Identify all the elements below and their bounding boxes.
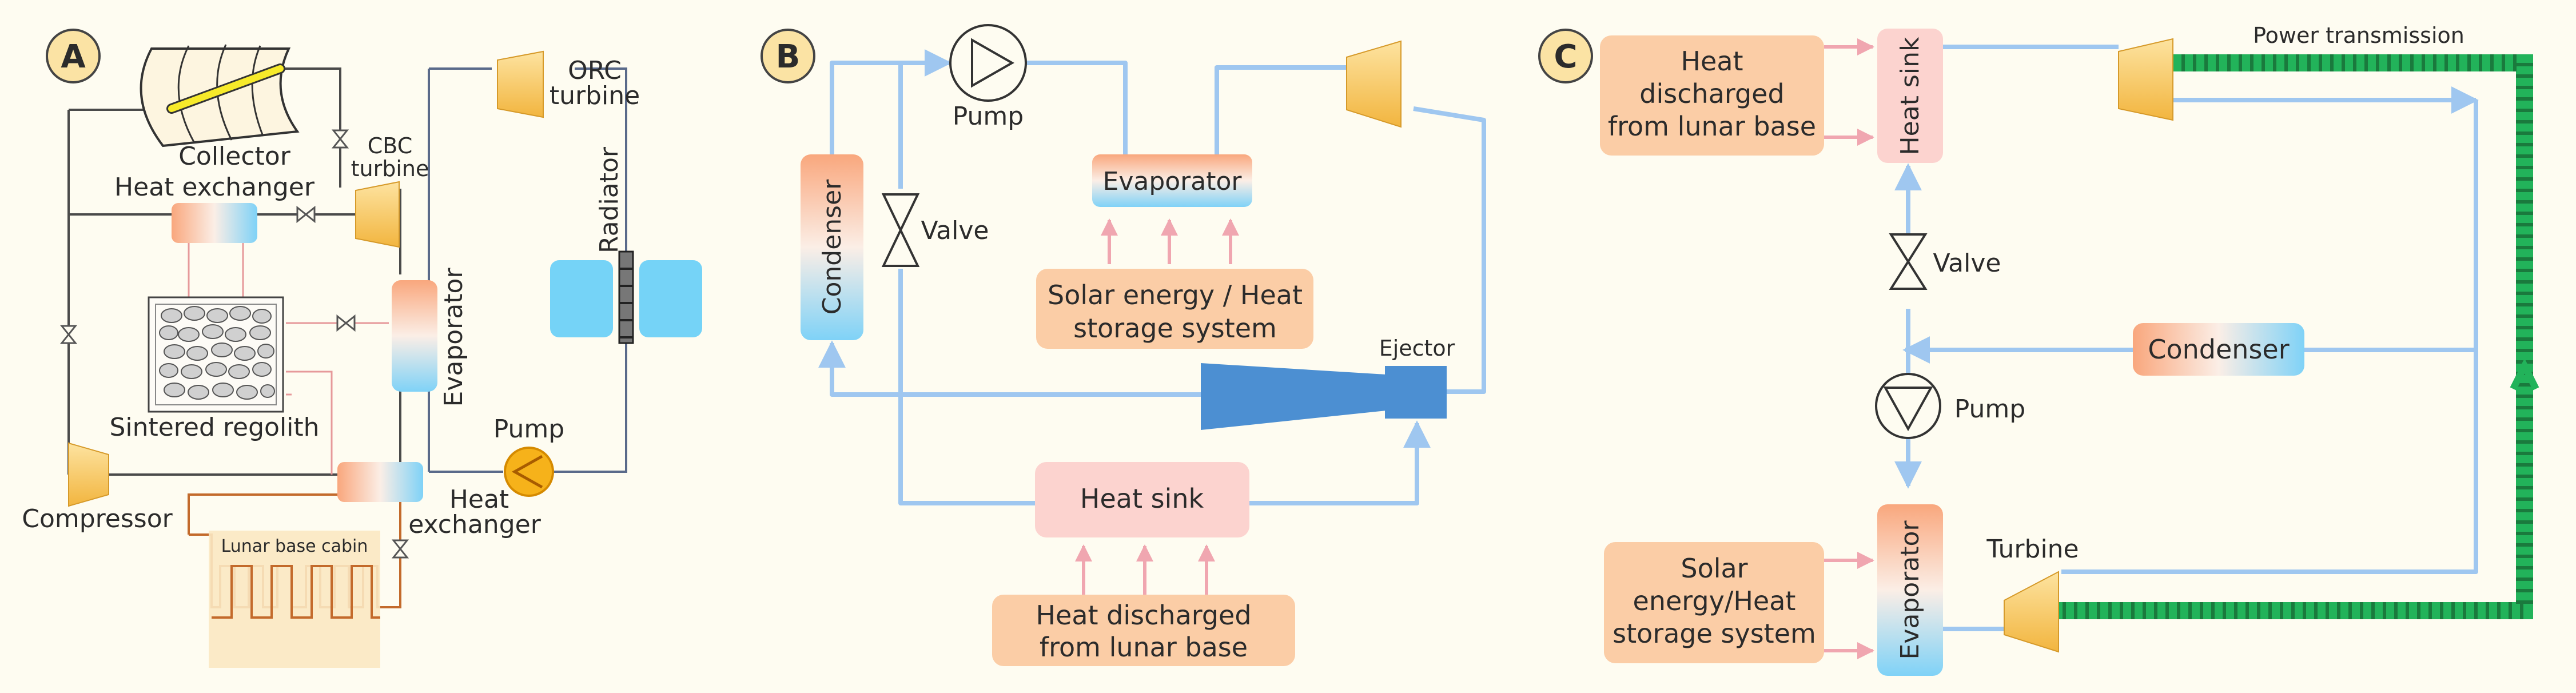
heat-discharged-c-label-1: Heat (1681, 46, 1743, 77)
evaporator-b-label: Evaporator (1103, 167, 1243, 196)
pump-b: Pump (949, 24, 1027, 131)
panel-a: A (22, 29, 702, 668)
condenser-b: Condenser (801, 154, 863, 340)
heat-exchanger-top: Heat exchanger (114, 173, 315, 243)
solar-box-b-label-1: Solar energy / Heat (1048, 280, 1303, 310)
pump-c: Pump (1875, 373, 2025, 439)
compressor-label: Compressor (22, 504, 173, 533)
solar-box-b: Solar energy / Heat storage system (1036, 269, 1313, 349)
panel-b-badge: B (761, 29, 815, 83)
cbc-turbine-label-1: CBC (368, 133, 412, 158)
sintered-regolith-label: Sintered regolith (109, 413, 319, 442)
power-transmission-label: Power transmission (2253, 23, 2464, 48)
cbc-turbine-label-2: turbine (351, 156, 429, 181)
pump-a-label: Pump (493, 415, 564, 444)
heat-discharged-b-label-1: Heat discharged (1036, 600, 1251, 631)
condenser-c: Condenser (2133, 323, 2304, 376)
turbine-c-bottom: Turbine (1986, 535, 2079, 653)
collector: Collector (140, 44, 300, 171)
cbc-turbine: CBC turbine (351, 133, 429, 248)
ejector-label: Ejector (1379, 336, 1455, 361)
panel-a-badge: A (46, 29, 101, 83)
heat-sink-b: Heat sink (1035, 462, 1249, 537)
compressor: Compressor (22, 442, 173, 533)
valve-b-label: Valve (921, 216, 989, 245)
panel-c: C (1538, 23, 2539, 676)
heat-sink-b-label: Heat sink (1080, 483, 1204, 514)
evaporator-c-label: Evaporator (1896, 520, 1925, 660)
heat-discharged-c-label-2: discharged (1639, 78, 1784, 109)
heat-exchanger-bottom: Heat exchanger (337, 462, 542, 539)
heat-exchanger-bottom-label-1: Heat (449, 485, 509, 514)
solar-box-b-label-2: storage system (1073, 313, 1277, 344)
solar-box-c: Solar energy/Heat storage system (1604, 542, 1824, 663)
evaporator-b: Evaporator (1092, 154, 1252, 207)
valve-c: Valve (1889, 233, 2001, 290)
turbine-c-label: Turbine (1986, 535, 2079, 564)
heat-exchanger-bottom-label-2: exchanger (408, 510, 541, 539)
ejector: Ejector (1201, 336, 1455, 430)
panel-c-badge: C (1538, 29, 1593, 83)
sintered-regolith: Sintered regolith (109, 296, 320, 442)
orc-turbine-label-2: turbine (550, 81, 640, 110)
heat-sink-c-label: Heat sink (1896, 37, 1925, 155)
evaporator-a: Evaporator (392, 268, 468, 407)
radiator-label: Radiator (595, 146, 624, 253)
evaporator-c: Evaporator (1877, 504, 1943, 676)
collector-label: Collector (178, 142, 291, 171)
valve-c-label: Valve (1933, 249, 2001, 278)
panel-a-orc-pipes (428, 67, 627, 473)
panel-c-heat-arrows (1824, 38, 1874, 659)
panel-a-badge-text: A (61, 38, 86, 75)
condenser-c-label: Condenser (2148, 334, 2289, 365)
panel-a-valves (59, 129, 409, 559)
solar-box-c-label-2: energy/Heat (1633, 586, 1796, 616)
orc-turbine-label-1: ORC (568, 56, 622, 85)
valve-b: Valve (881, 193, 989, 267)
heat-discharged-c: Heat discharged from lunar base (1600, 35, 1824, 156)
evaporator-a-label: Evaporator (439, 268, 468, 407)
turbine-c-top (2118, 38, 2173, 121)
heat-discharged-b: Heat discharged from lunar base (992, 595, 1295, 666)
pump-c-label: Pump (1954, 395, 2025, 424)
panel-b-badge-text: B (776, 38, 801, 75)
pump-b-label: Pump (953, 102, 1024, 131)
solar-box-c-label-1: Solar (1681, 553, 1747, 584)
turbine-b (1346, 40, 1402, 128)
heat-discharged-b-label-2: from lunar base (1040, 632, 1248, 663)
lunar-base-cabin-label: Lunar base cabin (221, 536, 368, 556)
panel-c-badge-text: C (1554, 38, 1577, 75)
panel-b-heat-arrows (1075, 218, 1239, 595)
heat-exchanger-top-label: Heat exchanger (114, 173, 315, 202)
panel-b: B Pump (761, 24, 1486, 666)
heat-discharged-c-label-3: from lunar base (1608, 111, 1816, 142)
radiator: Radiator (550, 146, 702, 344)
orc-turbine: ORC turbine (497, 50, 640, 118)
power-transmission-line (2059, 54, 2539, 619)
panel-c-pipes (1894, 45, 2479, 631)
pump-a: Pump (493, 415, 564, 497)
solar-box-c-label-3: storage system (1613, 618, 1816, 649)
condenser-b-label: Condenser (818, 179, 847, 314)
panel-b-pipes (818, 49, 1486, 505)
lunar-base-cabin: Lunar base cabin (209, 531, 380, 668)
heat-sink-c: Heat sink (1877, 29, 1943, 163)
